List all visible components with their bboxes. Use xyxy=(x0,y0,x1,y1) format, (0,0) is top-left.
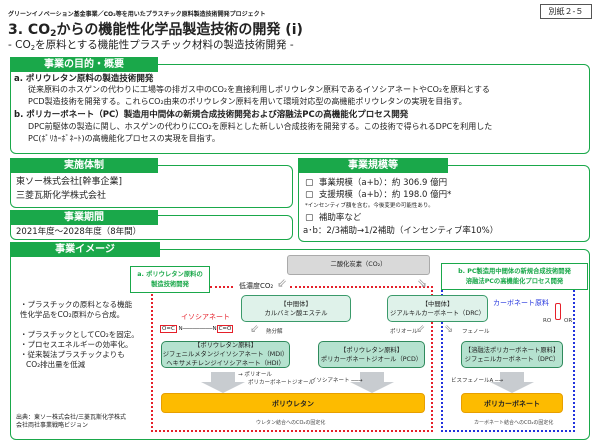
source-line: 会社両社事業戦略ビジョン xyxy=(16,422,89,429)
arrow-down-left-icon: ⇙ xyxy=(250,322,260,335)
node-line: 【ポリウレタン原料】 xyxy=(340,346,403,354)
region-a-top xyxy=(290,286,433,288)
node-line: ポリカーボネートジオール（PCD） xyxy=(320,355,423,363)
polyol-label: ポリオール xyxy=(390,329,418,335)
purpose-a-text: 従来原料のホスゲンの代わりに工場等の排ガス中のCO₂を直接利用しポリウレタン原料… xyxy=(28,85,490,94)
source-line: 出典：東ソー株式会社/三菱瓦斯化学株式 xyxy=(16,414,127,421)
image-summary: ・プラスチックの原料となる機能 性化学品をCO₂原料から合成。 ・プラスチックと… xyxy=(20,300,139,370)
node-line: 【溶融法ポリカーボネート原料】 xyxy=(464,346,560,354)
purpose-b-text: PC(ﾎﾟﾘｶｰﾎﾞﾈｰﾄ)の高機能化プロセスの実現を目指す。 xyxy=(28,134,220,143)
period-heading: 事業期間 xyxy=(10,210,158,225)
source-note: 出典：東ソー株式会社/三菱瓦斯化学株式 会社両社事業戦略ビジョン xyxy=(16,414,126,430)
summary-line: ・プラスチックとしてCO₂を固定。 xyxy=(20,330,139,339)
label-line: 溶融法PCの高機能化プロセス開発 xyxy=(465,278,564,285)
oc-left: O=C xyxy=(160,325,177,333)
bisphenol-input: ビスフェノールA ─→ xyxy=(451,378,503,384)
node-line: 【ポリウレタン原料】 xyxy=(194,342,257,349)
page-subtitle: - CO2を原料とする機能性プラスチック材料の製造技術開発 - xyxy=(8,39,294,52)
intermediate-carbamate: 【中間体】カルバミン酸エステル xyxy=(241,295,351,322)
program-name: グリーンイノベーション基金事業／CO₂等を用いたプラスチック原料製造技術開発プロ… xyxy=(8,11,266,18)
implementation-heading: 実施体制 xyxy=(10,158,158,173)
polyol-input: → ポリオール xyxy=(238,372,272,378)
phenol-label: フェノール xyxy=(462,329,490,335)
arrow-down-icon xyxy=(201,382,245,393)
purpose-a-title: a. ポリウレタン原料の製造技術開発 xyxy=(14,74,154,84)
node-line: 【中間体】 xyxy=(280,300,312,308)
node-line: ジフェニルメタンジイソシアネート（MDI） xyxy=(162,351,289,358)
dpc-node: 【溶融法ポリカーボネート原料】ジフェニルカーボネート（DPC） xyxy=(461,341,563,368)
carbonate-structure xyxy=(555,303,561,320)
scale-item-business: ▢ 事業規模（a+b）：約 306.9 億円 xyxy=(305,178,448,188)
arrow-down-icon xyxy=(350,382,394,393)
summary-line: 性化学品をCO₂原料から合成。 xyxy=(20,310,125,319)
company-lead: 東ソー株式会社[幹事企業] xyxy=(16,177,123,187)
scale-heading: 事業規模等 xyxy=(298,158,448,173)
or-label: OR xyxy=(564,318,573,324)
scale-rate-value: a･b：2/3補助→1/2補助（インセンティブ率10%） xyxy=(303,226,499,236)
intermediate-drc: 【中間体】ジアルキルカーボネート（DRC） xyxy=(387,295,488,322)
node-line: 【中間体】 xyxy=(421,300,454,308)
scale-item-support: ▢ 支援規模（a+b）：約 198.0 億円* xyxy=(305,190,452,200)
node-line: ヘキサメチレンジイソシアネート（HDI） xyxy=(166,360,285,367)
region-a-label: a. ポリウレタン原料の製造技術開発 xyxy=(130,266,210,293)
purpose-box: a. ポリウレタン原料の製造技術開発 従来原料のホスゲンの代わりに工場等の排ガス… xyxy=(10,64,590,154)
n-chain: N─────────N xyxy=(178,326,217,332)
region-a-outline xyxy=(151,286,433,432)
company-partner: 三菱瓦斯化学株式会社 xyxy=(16,191,107,201)
node-line: カルバミン酸エステル xyxy=(264,309,328,317)
pcd-node: 【ポリウレタン原料】ポリカーボネートジオール（PCD） xyxy=(318,341,425,368)
summary-line: CO₂排出量を低減 xyxy=(26,360,86,369)
region-b-label: b. PC製造用中間体の新規合成技術開発溶融法PCの高機能化プロセス開発 xyxy=(441,263,588,290)
summary-line: ・プロセスエネルギーの効率化。 xyxy=(20,340,133,349)
label-line: b. PC製造用中間体の新規合成技術開発 xyxy=(458,268,571,275)
scale-item-rate: ▢ 補助率など xyxy=(305,213,362,223)
node-line: ジフェニルカーボネート（DPC） xyxy=(464,355,560,363)
scale-note: *インセンティブ額を含む。今後変更の可能性あり。 xyxy=(305,203,434,209)
flow-arrow xyxy=(211,372,235,382)
region-a-connector xyxy=(210,286,233,288)
label-line: 製造技術開発 xyxy=(151,281,189,288)
attachment-badge: 別紙２-５ xyxy=(540,4,592,19)
image-heading: 事業イメージ xyxy=(10,242,160,257)
polycarbonate-product: ポリカーボネート xyxy=(461,393,563,413)
thermal-decomposition-label: 熱分解 xyxy=(266,329,283,335)
co2-source-box: 二酸化炭素（CO₂） xyxy=(287,255,430,275)
period-value: 2021年度～2028年度（8年間） xyxy=(16,227,142,237)
node-line: ジアルキルカーボネート（DRC） xyxy=(390,309,485,317)
label-line: a. ポリウレタン原料の xyxy=(137,271,203,278)
isocyanate-input: イソシアネート ──→ xyxy=(311,378,363,384)
summary-line: ・従来製法プラスチックよりも xyxy=(20,350,125,359)
arrow-down-right-icon: ⇘ xyxy=(444,322,454,335)
isocyanate-label: イソシアネート xyxy=(181,313,230,321)
page-title: 3. CO2からの機能性化学品製造技術の開発 (i) xyxy=(8,22,303,39)
purpose-a-text: PCD製造技術を開発する。これらCO₂由来のポリウレタン原料を用いて環境対応型の… xyxy=(28,97,467,106)
summary-line: ・プラスチックの原料となる機能 xyxy=(20,300,133,309)
carbonate-raw-label: カーボネート原料 xyxy=(493,299,549,307)
purpose-b-title: b. ポリカーボネート（PC）製造用中間体の新規合成技術開発および溶融法PCの高… xyxy=(14,110,409,120)
purpose-b-text: DPC前駆体の製造に関し、ホスゲンの代わりにCO₂を原料とした新しい合成技術を開… xyxy=(28,122,493,131)
polyurethane-product: ポリウレタン xyxy=(161,393,425,413)
purpose-heading: 事業の目的・概要 xyxy=(10,57,158,72)
oc-right: C=O xyxy=(216,325,234,333)
polyurethane-caption: ウレタン結合へのCO₂の固定化 xyxy=(256,420,326,426)
mdi-hdi-node: 【ポリウレタン原料】ジフェニルメタンジイソシアネート（MDI） ヘキサメチレンジイ… xyxy=(161,341,290,368)
flow-arrow xyxy=(500,372,524,382)
low-concentration-co2: 低濃度CO₂ xyxy=(236,281,277,291)
arrow-down-icon xyxy=(490,382,534,393)
polycarbonate-caption: カーボネート結合へのCO₂の固定化 xyxy=(474,420,554,426)
region-b-outline xyxy=(441,290,575,432)
arrow-down-left-icon: ⇙ xyxy=(416,322,426,335)
arrow-down-left-icon: ⇙ xyxy=(277,276,288,290)
scale-box: ▢ 事業規模（a+b）：約 306.9 億円 ▢ 支援規模（a+b）：約 198… xyxy=(298,165,590,242)
ro-label: RO xyxy=(543,318,552,324)
pcd-diol-input: ポリカーボネートジオール xyxy=(248,380,315,386)
arrow-down-right-icon: ⇘ xyxy=(417,276,428,290)
flow-arrow xyxy=(360,372,384,382)
